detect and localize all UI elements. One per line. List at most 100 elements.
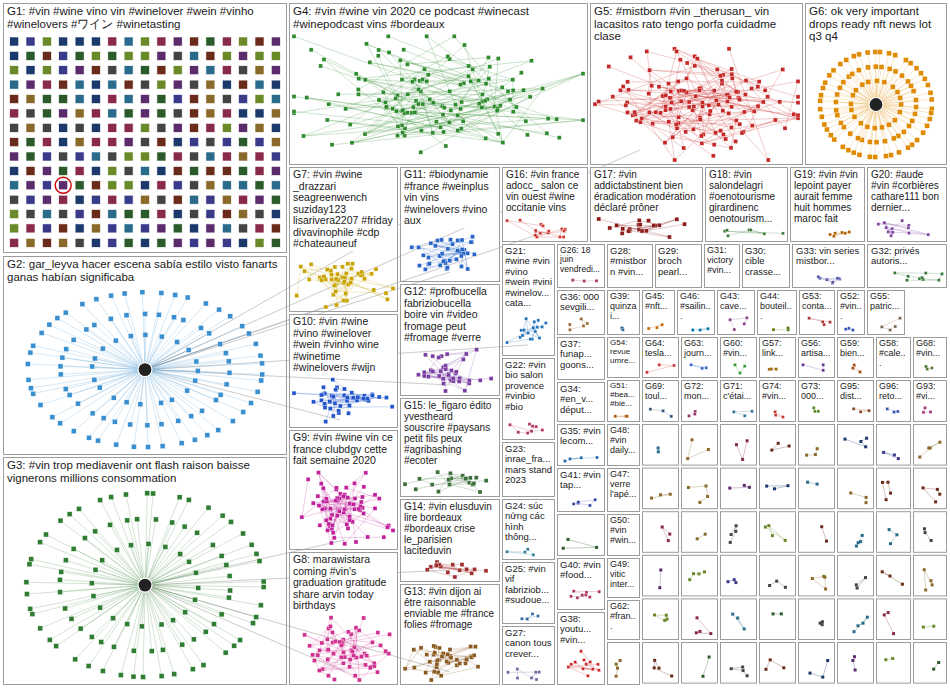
vertex	[925, 365, 928, 368]
vertex	[545, 131, 549, 135]
vertex-image	[255, 66, 264, 75]
vertex	[685, 61, 689, 65]
vertex	[924, 406, 927, 409]
vertex	[849, 107, 854, 112]
vertex	[427, 262, 431, 266]
vertex-image	[255, 195, 264, 204]
vertex	[922, 411, 925, 414]
vertex	[745, 316, 748, 319]
vertex	[140, 290, 145, 295]
vertex	[192, 437, 197, 442]
vertex-image	[75, 210, 84, 219]
vertex	[905, 279, 908, 282]
vertex	[426, 73, 430, 77]
vertex-image	[271, 138, 280, 147]
vertex	[207, 331, 212, 336]
vertex	[697, 89, 701, 93]
vertex	[416, 102, 420, 106]
edge-line	[876, 68, 917, 104]
edge-line	[687, 78, 755, 111]
vertex	[94, 297, 99, 302]
vertex-image	[10, 66, 19, 75]
vertex	[694, 94, 698, 98]
edge-line	[453, 237, 473, 244]
vertex	[857, 152, 862, 157]
vertex	[668, 96, 672, 100]
vertex-image	[26, 138, 35, 147]
vertex	[887, 230, 890, 233]
edge-line	[495, 74, 584, 107]
vertex	[640, 116, 644, 120]
edge-line	[31, 370, 145, 389]
vertex-image	[91, 181, 100, 190]
vertex	[535, 425, 538, 428]
edge-line	[145, 370, 148, 447]
vertex	[647, 327, 650, 330]
vertex	[894, 325, 897, 328]
vertex-image	[255, 51, 264, 60]
vertex	[682, 89, 686, 93]
vertex-image	[222, 210, 231, 219]
vertex	[444, 364, 448, 368]
vertex	[422, 374, 426, 378]
vertex	[486, 56, 490, 60]
vertex	[750, 87, 754, 91]
vertex	[872, 126, 877, 131]
vertex	[792, 112, 796, 116]
vertex	[323, 406, 327, 410]
vertex-image	[42, 166, 51, 175]
vertex	[675, 126, 679, 130]
vertex	[374, 267, 378, 271]
vertex	[444, 144, 448, 148]
vertex	[508, 423, 511, 426]
vertex	[715, 67, 719, 71]
vertex	[667, 82, 671, 86]
vertex-image	[190, 210, 199, 219]
vertex	[908, 61, 913, 66]
edge-line	[669, 78, 687, 83]
vertex-image	[124, 37, 133, 46]
vertex	[445, 266, 449, 270]
vertex-image	[173, 80, 182, 89]
vertex	[334, 388, 338, 392]
vertex	[113, 338, 118, 343]
edge-line	[675, 49, 758, 87]
vertex-image	[59, 181, 68, 190]
vertex	[844, 232, 847, 235]
vertex	[442, 130, 446, 134]
edge-line	[405, 84, 487, 114]
vertex	[327, 102, 331, 106]
vertex-image	[108, 152, 117, 161]
edge-line	[353, 522, 368, 537]
edge-line	[145, 370, 195, 381]
vertex-image	[206, 224, 215, 233]
vertex	[538, 337, 541, 340]
edge-line	[86, 330, 145, 370]
vertex	[39, 330, 44, 335]
vertex-image	[10, 51, 19, 60]
vertex	[384, 396, 388, 400]
vertex-image	[239, 181, 248, 190]
vertex	[865, 124, 870, 129]
vertex	[329, 269, 333, 273]
vertex	[324, 305, 328, 309]
edge-line	[365, 80, 485, 101]
vertex	[650, 84, 654, 88]
vertex	[477, 79, 481, 83]
vertex	[874, 78, 879, 83]
vertex-image	[141, 224, 150, 233]
vertex	[336, 92, 340, 96]
vertex	[228, 314, 233, 319]
vertex	[100, 346, 105, 351]
vertex	[908, 232, 911, 235]
vertex	[664, 93, 668, 97]
vertex	[890, 84, 895, 89]
edge-line	[41, 370, 146, 405]
vertex	[834, 108, 839, 113]
vertex	[471, 67, 475, 71]
edge-line	[49, 325, 145, 370]
edge-line	[424, 359, 463, 376]
vertex-image	[157, 138, 166, 147]
vertex-image	[59, 166, 68, 175]
vertex-image	[26, 181, 35, 190]
